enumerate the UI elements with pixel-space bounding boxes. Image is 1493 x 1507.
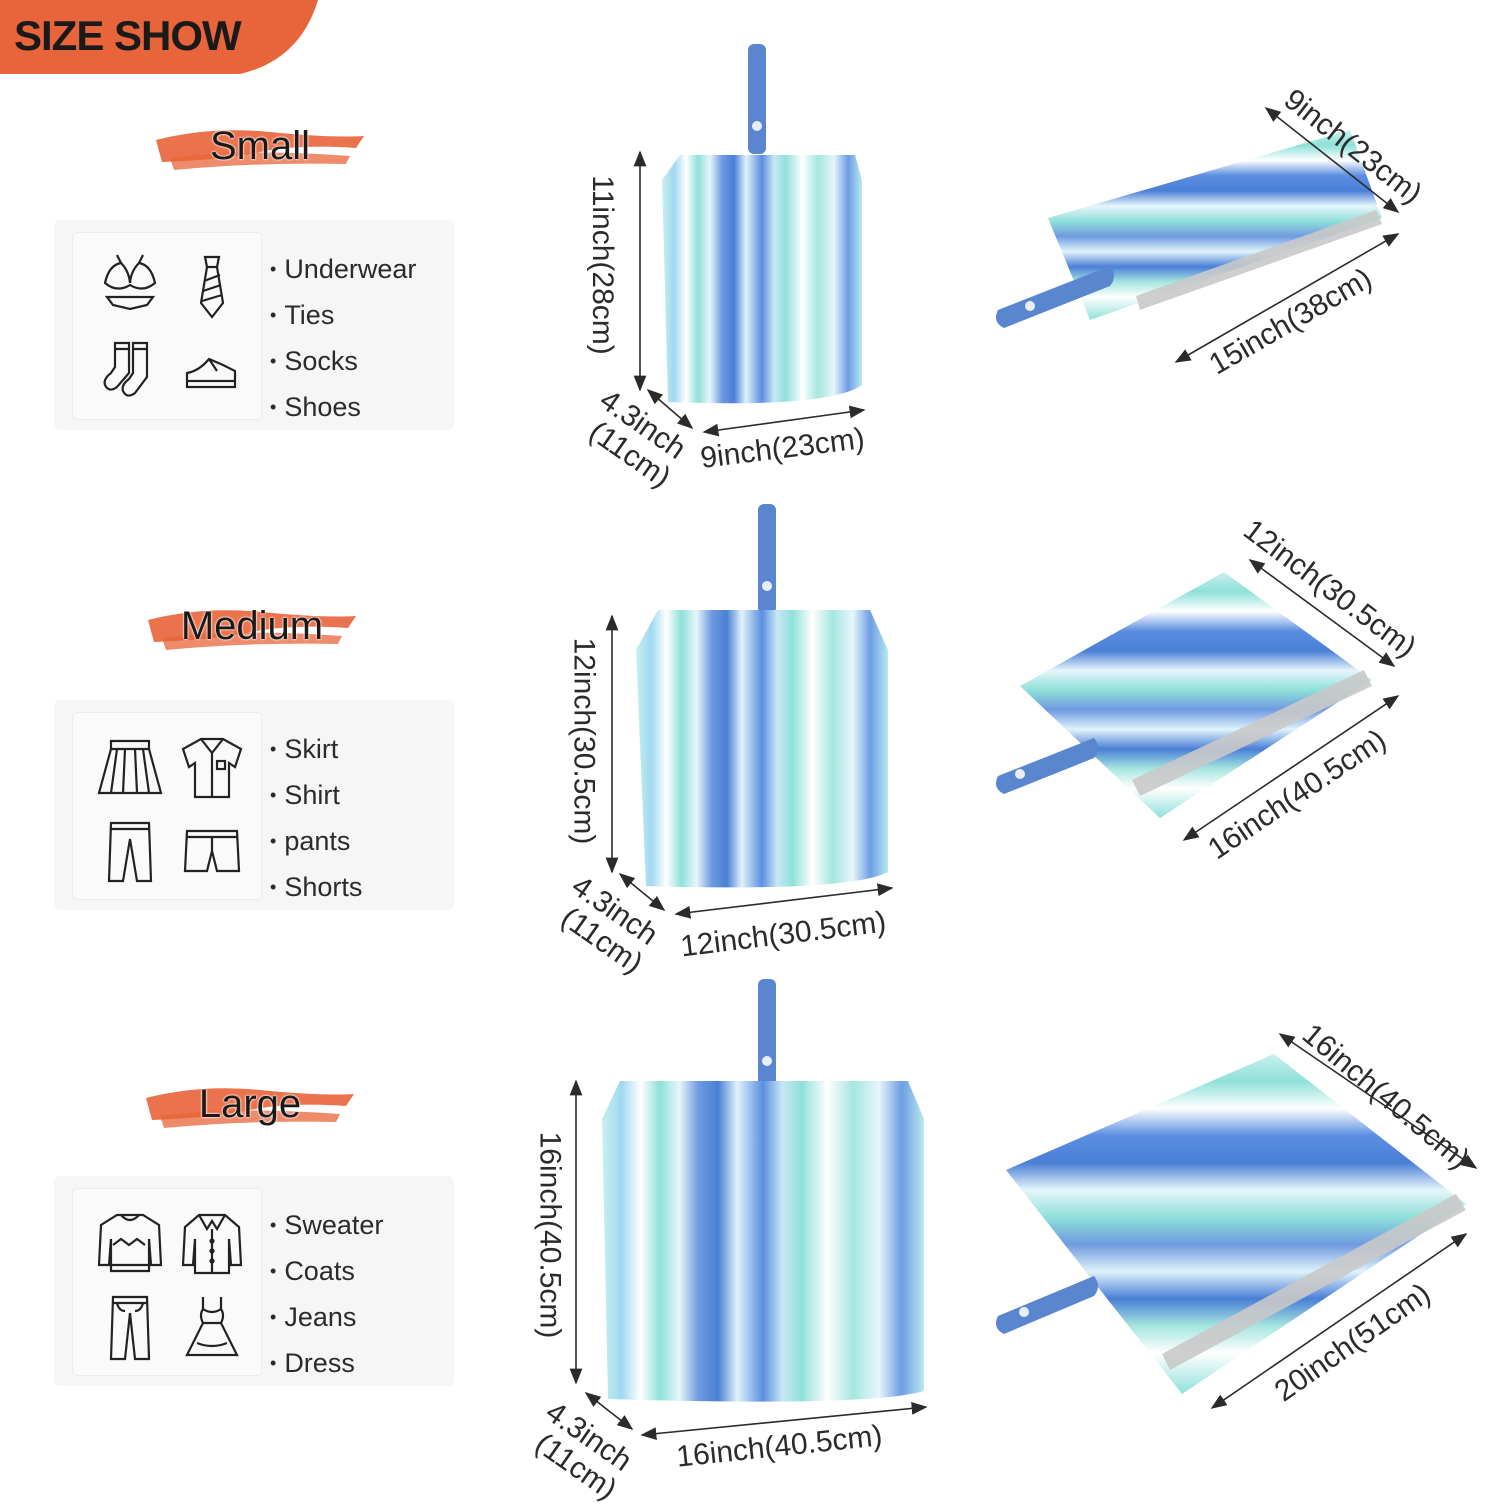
list-item: Shirt (270, 774, 362, 820)
list-item: Shorts (270, 866, 362, 912)
bag-strap (758, 979, 776, 1089)
large-icon-grid (72, 1188, 262, 1376)
list-item: Shoes (270, 386, 416, 432)
large-flat-image (996, 1033, 1478, 1409)
brush-stroke (146, 1088, 354, 1128)
medium-flat-image (996, 559, 1400, 841)
list-item: Ties (270, 294, 416, 340)
list-item: Dress (270, 1342, 383, 1388)
small-bag-height: 11inch(28cm) (585, 175, 619, 355)
flat-strap (996, 266, 1114, 328)
socks-icon (103, 341, 149, 397)
size-label-large: Large (140, 1076, 360, 1136)
small-flat-image (996, 107, 1400, 363)
list-item: Sweater (270, 1204, 383, 1250)
bag-body (662, 155, 862, 404)
bag-body (636, 610, 888, 888)
small-item-list: Underwear Ties Socks Shoes (270, 248, 416, 432)
large-bag-image (569, 979, 928, 1440)
bra-icon (103, 254, 157, 311)
jeans-icon (109, 1295, 151, 1361)
bag-strap (758, 504, 776, 614)
brush-stroke (148, 610, 356, 650)
large-item-list: Sweater Coats Jeans Dress (270, 1204, 383, 1388)
large-bag-height: 16inch(40.5cm) (533, 1131, 567, 1339)
sweater-icon (97, 1213, 163, 1273)
size-show-banner: SIZE SHOW (0, 0, 318, 74)
bag-body (602, 1081, 924, 1402)
list-item: pants (270, 820, 362, 866)
list-item: Coats (270, 1250, 383, 1296)
medium-item-list: Skirt Shirt pants Shorts (270, 728, 362, 912)
brush-stroke (156, 130, 364, 170)
list-item: Underwear (270, 248, 416, 294)
banner-shape (0, 0, 318, 74)
snap-button (752, 121, 762, 131)
small-items-card: Underwear Ties Socks Shoes (54, 220, 454, 430)
medium-bag-image (605, 504, 894, 919)
banner-title: SIZE SHOW (14, 12, 242, 59)
coat-icon (181, 1213, 243, 1275)
snap-button (762, 581, 772, 591)
flat-strap (996, 738, 1098, 794)
shorts-icon (183, 829, 241, 873)
shirt-icon (181, 737, 243, 799)
pants-icon (107, 821, 153, 883)
shoe-icon (185, 357, 237, 389)
list-item: Socks (270, 340, 416, 386)
bag-strap (748, 44, 766, 154)
large-items-card: Sweater Coats Jeans Dress (54, 1176, 454, 1386)
small-bag-image (633, 44, 866, 437)
snap-button (762, 1056, 772, 1066)
tie-icon (199, 255, 225, 319)
medium-icon-grid (72, 712, 262, 900)
list-item: Skirt (270, 728, 362, 774)
flat-strap (996, 1276, 1098, 1334)
small-icon-grid (72, 232, 262, 420)
size-label-medium: Medium (142, 598, 362, 658)
skirt-icon (97, 739, 163, 795)
list-item: Jeans (270, 1296, 383, 1342)
medium-items-card: Skirt Shirt pants Shorts (54, 700, 454, 910)
size-label-text: Medium (180, 604, 324, 648)
medium-bag-height: 12inch(30.5cm) (567, 637, 601, 845)
dress-icon (185, 1297, 239, 1357)
size-label-small: Small (150, 118, 370, 178)
size-label-text: Small (209, 124, 311, 168)
size-label-text: Large (198, 1082, 302, 1126)
